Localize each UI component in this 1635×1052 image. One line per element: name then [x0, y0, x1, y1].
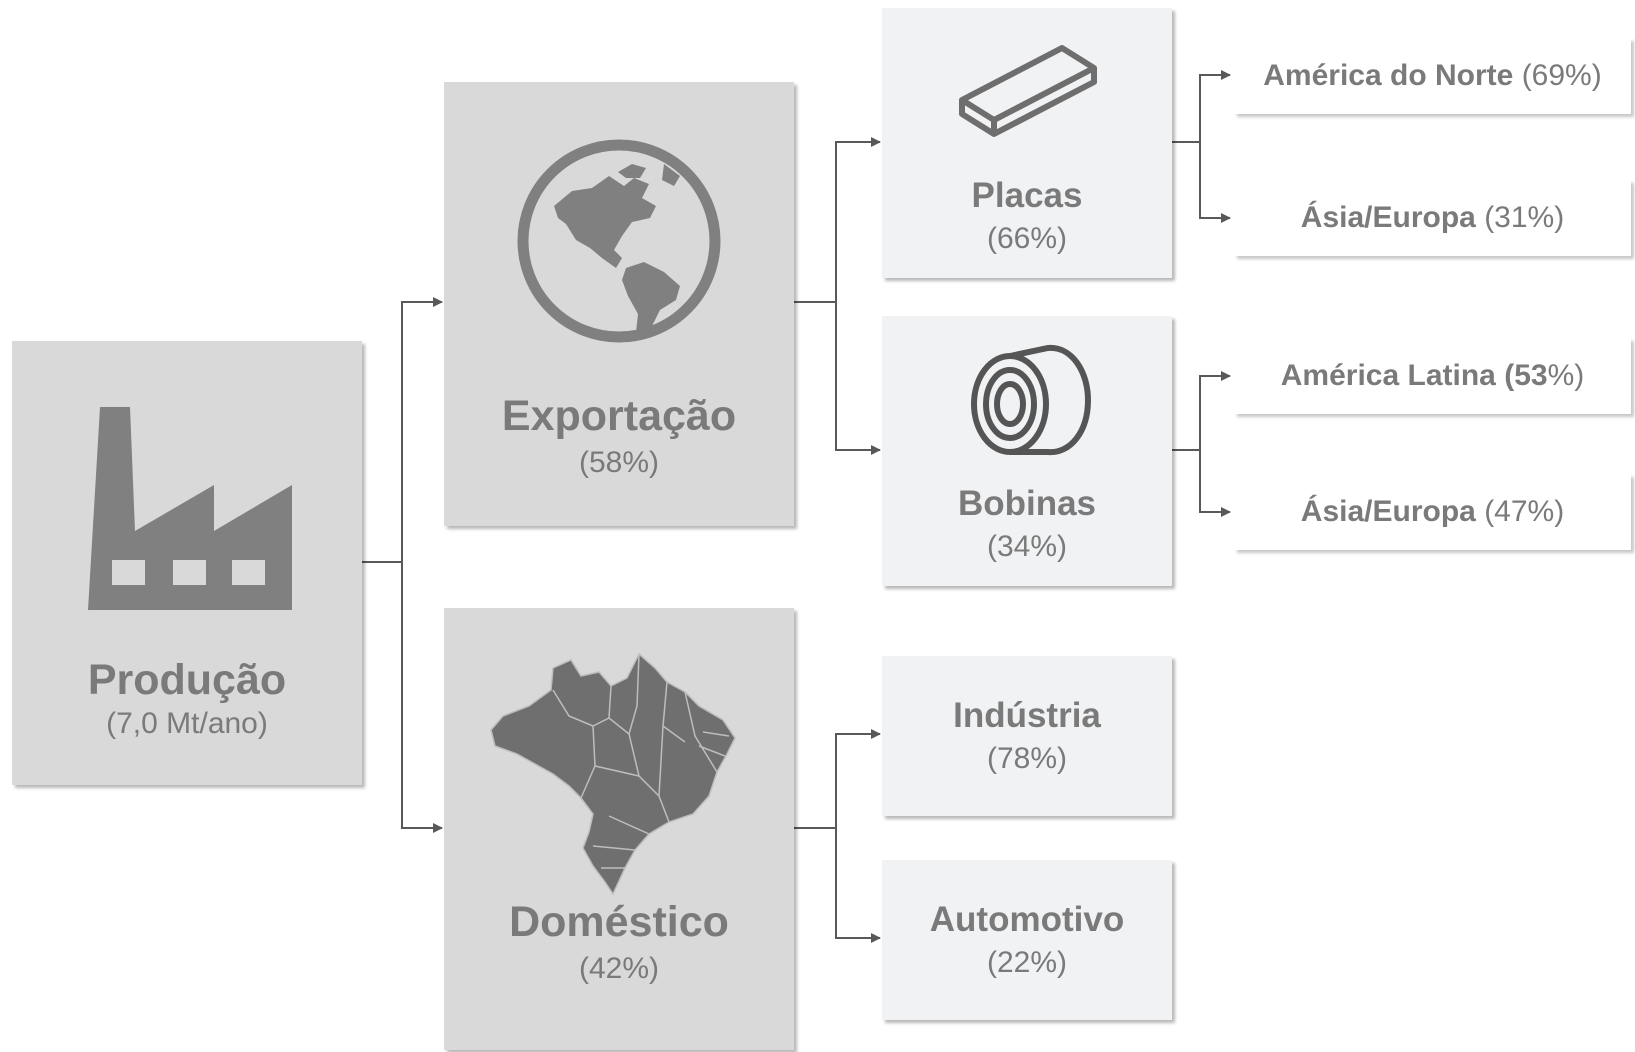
destination-name: América do Norte	[1263, 59, 1514, 92]
exportacao-box: Exportação (58%)	[444, 82, 794, 526]
bobinas-subtitle: (34%)	[986, 530, 1068, 563]
industria-subtitle: (78%)	[986, 742, 1068, 775]
brazil-map-icon	[490, 652, 736, 896]
destination-share: (47%)	[1484, 495, 1565, 528]
placas-title: Placas	[971, 176, 1083, 215]
automotivo-subtitle: (22%)	[986, 946, 1068, 979]
destination-share: (69%)	[1521, 59, 1602, 92]
destination-name: Ásia/Europa	[1300, 201, 1476, 234]
domestico-subtitle: (42%)	[578, 952, 660, 985]
industria-box: Indústria (78%)	[882, 656, 1172, 816]
bobinas-box: Bobinas (34%)	[882, 316, 1172, 586]
placas-subtitle: (66%)	[986, 222, 1068, 255]
factory-icon	[88, 407, 292, 610]
destination-name: América Latina	[1280, 359, 1496, 392]
steel-slab-icon	[959, 45, 1097, 137]
domestico-box: Doméstico (42%)	[444, 608, 794, 1050]
destination-box: América Latina (53%)	[1234, 338, 1631, 414]
exportacao-title: Exportação	[501, 392, 737, 440]
automotivo-box: Automotivo (22%)	[882, 860, 1172, 1020]
destination-share: (31%)	[1484, 201, 1565, 234]
domestico-title: Doméstico	[509, 898, 729, 946]
producao-title: Produção	[87, 656, 287, 704]
destination-label: Ásia/Europa (31%)	[1234, 180, 1631, 256]
producao-subtitle: (7,0 Mt/ano)	[106, 707, 268, 740]
destination-box: Ásia/Europa (47%)	[1234, 474, 1631, 550]
destination-share-value: 53	[1514, 359, 1548, 392]
destination-label: América do Norte (69%)	[1234, 38, 1631, 114]
bobinas-title: Bobinas	[957, 484, 1097, 523]
destination-name: Ásia/Europa	[1300, 495, 1476, 528]
industria-title: Indústria	[953, 696, 1101, 735]
steel-coil-icon	[971, 344, 1092, 456]
globe-icon	[517, 139, 721, 343]
producao-box: Produção (7,0 Mt/ano)	[12, 341, 362, 785]
exportacao-subtitle: (58%)	[578, 446, 660, 479]
destination-box: Ásia/Europa (31%)	[1234, 180, 1631, 256]
placas-box: Placas (66%)	[882, 8, 1172, 278]
destination-box: América do Norte (69%)	[1234, 38, 1631, 114]
destination-label: Ásia/Europa (47%)	[1234, 474, 1631, 550]
automotivo-title: Automotivo	[929, 900, 1125, 939]
destination-share-close: %)	[1547, 359, 1585, 392]
destination-share-open: (	[1495, 359, 1515, 392]
destination-label: América Latina (53%)	[1234, 338, 1631, 414]
